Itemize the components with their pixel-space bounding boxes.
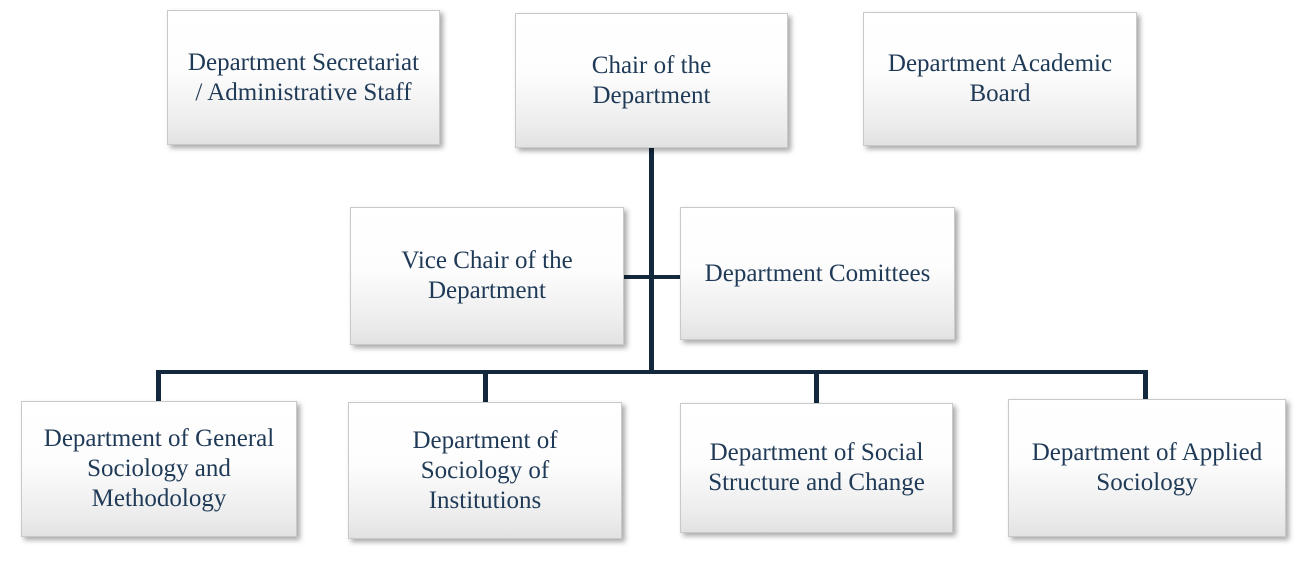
org-node-chair: Chair of the Department xyxy=(515,13,788,148)
org-node-applied-sociology: Department of Applied Sociology xyxy=(1008,399,1286,537)
connector-drop-1 xyxy=(156,370,161,401)
connector-drop-3 xyxy=(814,370,819,403)
org-node-academic-board: Department Academic Board xyxy=(863,12,1137,146)
org-node-vice-chair: Vice Chair of the Department xyxy=(350,207,624,345)
org-node-social-structure: Department of Social Structure and Chang… xyxy=(680,403,953,533)
org-node-label: Department Comittees xyxy=(704,259,931,287)
org-node-general-sociology: Department of General Sociology and Meth… xyxy=(21,401,297,537)
org-node-label: Vice Chair of the Department xyxy=(401,247,573,304)
org-node-label: Department of Applied Sociology xyxy=(1031,439,1263,496)
org-node-label: Department of Social Structure and Chang… xyxy=(708,439,925,496)
connector-drop-2 xyxy=(483,370,488,402)
org-node-sociology-of-institutions: Department of Sociology of Institutions xyxy=(348,402,622,539)
org-node-label: Department Academic Board xyxy=(887,50,1113,107)
org-node-committees: Department Comittees xyxy=(680,207,955,340)
connector-trunk-vertical xyxy=(649,148,654,374)
org-node-label: Chair of the Department xyxy=(591,51,712,109)
connector-drop-4 xyxy=(1143,370,1148,399)
connector-bus-horizontal xyxy=(156,370,1148,374)
org-node-secretariat: Department Secretariat / Administrative … xyxy=(167,10,440,145)
org-node-label: Department of Sociology of Institutions xyxy=(412,426,558,514)
org-node-label: Department Secretariat / Administrative … xyxy=(187,48,420,106)
org-node-label: Department of General Sociology and Meth… xyxy=(43,425,275,512)
connector-branch-horizontal xyxy=(624,275,680,279)
